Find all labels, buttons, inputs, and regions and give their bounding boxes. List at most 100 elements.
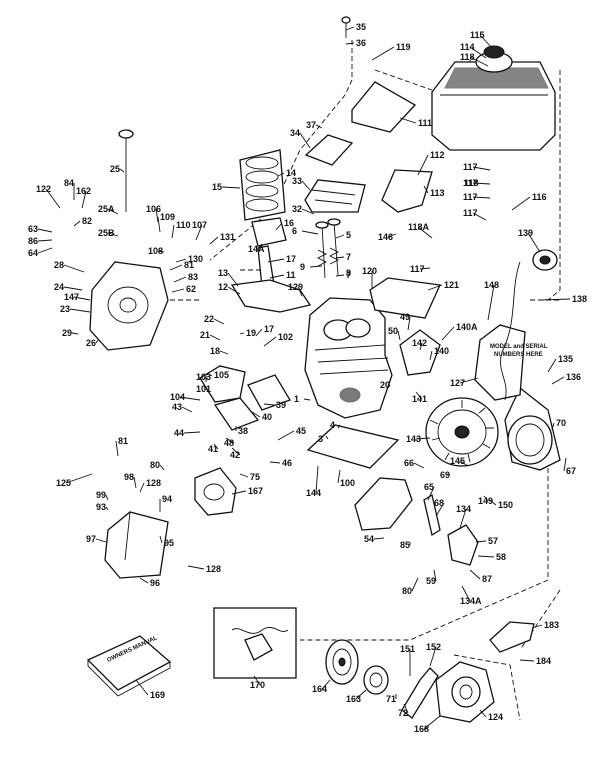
leader-line-c13 bbox=[227, 272, 239, 287]
callout-c9: 9 bbox=[300, 262, 305, 272]
callout-c85: 85 bbox=[400, 540, 410, 550]
leader-line-c80b bbox=[411, 577, 419, 592]
callout-c7b: 7 bbox=[346, 270, 351, 280]
callout-c94: 94 bbox=[162, 494, 172, 504]
callout-c124: 124 bbox=[488, 712, 503, 722]
leader-line-c146 bbox=[387, 233, 397, 238]
leader-line-c148 bbox=[487, 284, 495, 321]
callout-c162: 162 bbox=[76, 186, 91, 196]
callout-c25: 25 bbox=[110, 164, 120, 174]
leader-line-c58 bbox=[477, 555, 495, 558]
callout-c82: 82 bbox=[82, 216, 92, 226]
leader-line-c118 bbox=[469, 56, 489, 67]
battery-box bbox=[104, 511, 169, 579]
leader-line-c46 bbox=[269, 461, 281, 464]
callout-c116: 116 bbox=[532, 192, 547, 202]
leader-line-c141 bbox=[415, 391, 423, 400]
leader-line-c12 bbox=[227, 286, 241, 295]
decal-line-2: NUMBERS HERE bbox=[494, 352, 543, 358]
leader-line-c11 bbox=[269, 274, 285, 279]
ignition-module bbox=[399, 329, 441, 376]
leader-line-c50 bbox=[397, 330, 401, 341]
callout-c117b: 117 bbox=[463, 178, 478, 188]
callout-c168: 168 bbox=[414, 724, 429, 734]
callout-c83: 83 bbox=[188, 272, 198, 282]
callout-c141: 141 bbox=[412, 394, 427, 404]
callout-c14A: 14A bbox=[248, 244, 265, 254]
leader-line-c184 bbox=[519, 659, 535, 662]
leader-line-c128b bbox=[187, 565, 205, 570]
leader-line-c54 bbox=[373, 537, 385, 540]
callout-c40: 40 bbox=[262, 412, 272, 422]
leader-line-c21 bbox=[209, 334, 221, 341]
callout-c62: 62 bbox=[186, 284, 196, 294]
leader-line-c134A bbox=[461, 585, 471, 602]
leader-line-c18 bbox=[219, 350, 229, 355]
leader-line-c102 bbox=[263, 336, 277, 347]
leader-line-c75 bbox=[239, 473, 249, 478]
callout-c50: 50 bbox=[388, 326, 398, 336]
leader-line-c39 bbox=[263, 403, 275, 406]
callout-c70: 70 bbox=[556, 418, 566, 428]
leader-line-c100 bbox=[337, 469, 341, 484]
callout-c135: 135 bbox=[558, 354, 573, 364]
primer-bulb bbox=[532, 249, 558, 271]
callout-c41: 41 bbox=[208, 444, 218, 454]
cylinder-block bbox=[304, 297, 393, 419]
callout-c72: 72 bbox=[398, 708, 408, 718]
air-cleaner-housing bbox=[431, 45, 556, 151]
callout-c58: 58 bbox=[496, 552, 506, 562]
leader-line-c110 bbox=[171, 224, 175, 239]
leader-line-c183 bbox=[531, 624, 543, 629]
callout-c39: 39 bbox=[276, 400, 286, 410]
leader-line-c70 bbox=[551, 422, 555, 431]
leader-line-c129 bbox=[297, 286, 303, 297]
control-bracket bbox=[447, 524, 479, 566]
callout-c24: 24 bbox=[54, 282, 64, 292]
leader-line-c135 bbox=[547, 358, 557, 373]
leader-line-c65 bbox=[427, 486, 435, 501]
lever-152 bbox=[401, 667, 439, 719]
carburetor bbox=[194, 467, 237, 516]
leader-line-c3 bbox=[325, 435, 329, 440]
callout-c184: 184 bbox=[536, 656, 551, 666]
dashed-boundaries bbox=[130, 40, 561, 721]
leader-line-c112 bbox=[417, 154, 429, 176]
callout-c34: 34 bbox=[290, 128, 300, 138]
leader-line-c15 bbox=[221, 186, 241, 189]
leader-line-c36 bbox=[345, 42, 355, 45]
callout-c23: 23 bbox=[60, 304, 70, 314]
starter-cup bbox=[363, 665, 389, 695]
callout-c3: 3 bbox=[318, 434, 323, 444]
callout-c149: 149 bbox=[478, 496, 493, 506]
leader-line-c17a bbox=[267, 258, 285, 263]
leader-line-c167 bbox=[231, 490, 247, 495]
bracket-111 bbox=[351, 81, 417, 133]
leader-line-c170 bbox=[253, 675, 261, 686]
leader-line-c24 bbox=[63, 286, 83, 291]
leader-line-c16 bbox=[275, 222, 283, 231]
callout-c104: 104 bbox=[170, 392, 185, 402]
callout-c134: 134 bbox=[456, 504, 471, 514]
leader-line-c106 bbox=[155, 208, 159, 223]
callout-c17a: 17 bbox=[286, 254, 296, 264]
callout-c109: 109 bbox=[160, 212, 175, 222]
leader-line-c20 bbox=[387, 384, 391, 389]
callout-c59: 59 bbox=[426, 576, 436, 586]
callout-c11: 11 bbox=[286, 270, 296, 280]
leader-line-c1 bbox=[303, 398, 311, 401]
callout-c46: 46 bbox=[282, 458, 292, 468]
leader-line-c117d bbox=[472, 212, 487, 221]
blower-housing bbox=[504, 386, 561, 471]
callout-c57: 57 bbox=[488, 536, 498, 546]
callout-c131: 131 bbox=[220, 232, 235, 242]
valves bbox=[315, 218, 341, 279]
callout-c150: 150 bbox=[498, 500, 513, 510]
callout-c140A: 140A bbox=[456, 322, 478, 332]
callout-c114: 114 bbox=[460, 42, 475, 52]
starter-handle bbox=[489, 621, 535, 653]
callout-c49: 49 bbox=[400, 312, 410, 322]
leader-line-c163 bbox=[355, 689, 367, 700]
leader-line-c111 bbox=[399, 117, 417, 124]
leader-line-c69 bbox=[445, 473, 451, 476]
